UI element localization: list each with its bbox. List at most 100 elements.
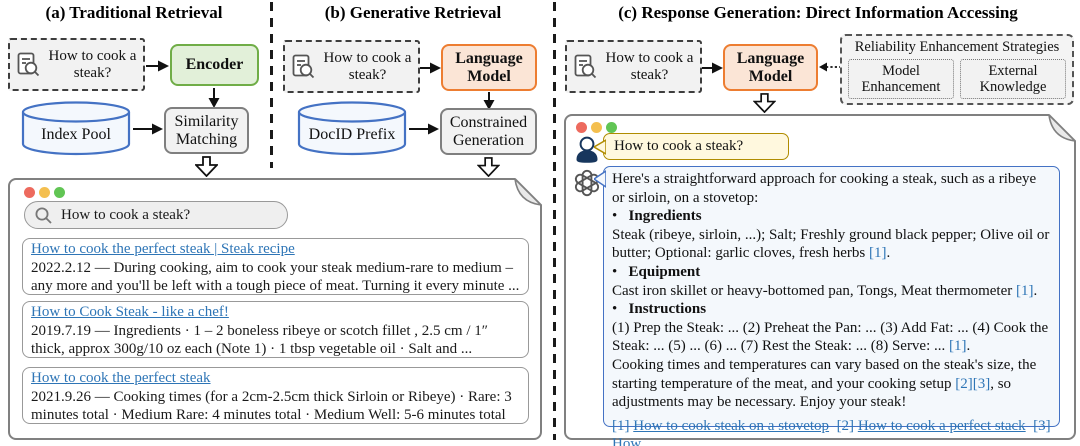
result-link[interactable]: How to Cook Steak - like a chef! <box>31 304 229 320</box>
citation-ref: [1] <box>1016 282 1034 299</box>
page-fold-icon <box>508 178 542 212</box>
assistant-line: (1) Prep the Steak: ... (2) Preheat the … <box>612 319 1051 356</box>
assistant-line: Cast iron skillet or heavy-bottomed pan,… <box>612 282 1051 301</box>
text-segment: Equipment <box>628 263 701 280</box>
similarity-matching-box: Similarity Matching <box>164 107 249 154</box>
text-segment: . <box>886 245 891 262</box>
result-link[interactable]: How to cook the perfect steak <box>31 370 211 386</box>
divider-a-b <box>270 2 273 168</box>
query-box-b: How to cook a steak? <box>283 40 420 93</box>
text-segment: Cast iron skillet or heavy-bottomed pan,… <box>612 282 1017 299</box>
constrained-generation-label: Constrained Generation <box>449 113 528 149</box>
language-model-box-b: Language Model <box>441 44 537 91</box>
minimize-button[interactable] <box>39 187 50 198</box>
index-pool-label: Index Pool <box>41 126 111 143</box>
assistant-message-bubble: Here's a straightforward approach for co… <box>594 166 1060 446</box>
result-link[interactable]: How to cook the perfect steak | Steak re… <box>31 241 295 257</box>
arrow-query-to-encoder <box>146 60 169 72</box>
query-box-c: How to cook a steak? <box>565 40 702 93</box>
language-model-box-c: Language Model <box>723 44 818 91</box>
bubble-tail <box>594 170 606 188</box>
close-button[interactable] <box>576 122 587 133</box>
citation-ref: [3] <box>1025 417 1055 434</box>
query-text: How to cook a steak? <box>605 49 694 83</box>
arrow-query-to-lm-c <box>702 62 723 74</box>
citation-link[interactable]: How ... <box>612 436 657 446</box>
page-fold-icon <box>1042 114 1076 148</box>
doc-search-icon <box>574 54 597 78</box>
user-message-bubble: How to cook a steak? <box>594 133 789 160</box>
arrow-query-to-lm-b <box>420 62 441 74</box>
divider-b-c <box>553 2 556 440</box>
reliability-strategies-box: Reliability Enhancement Strategies Model… <box>840 34 1074 105</box>
traffic-lights <box>24 187 65 198</box>
text-segment: • <box>612 263 629 280</box>
reliability-strategies-title: Reliability Enhancement Strategies <box>854 39 1060 55</box>
search-results-window: How to cook a steak? How to cook the per… <box>8 178 542 440</box>
cylinder-shape <box>297 101 407 156</box>
text-segment: Cooking times and temperatures can vary … <box>612 356 1040 392</box>
language-model-label: Language Model <box>736 49 805 85</box>
text-segment: • <box>612 208 629 225</box>
arrow-pool-to-similarity <box>133 123 163 135</box>
strategy-external-knowledge: External Knowledge <box>960 59 1066 99</box>
citation-link[interactable]: How to cook a perfect stack <box>857 417 1026 434</box>
chat-window: How to cook a steak? Here's a straightfo… <box>564 114 1076 446</box>
similarity-matching-label: Similarity Matching <box>174 112 239 148</box>
citation-ref: [2] <box>829 417 858 434</box>
user-message-text: How to cook a steak? <box>614 138 744 154</box>
assistant-line: • Ingredients <box>612 207 1051 226</box>
doc-search-icon <box>17 52 40 76</box>
result-card: How to Cook Steak - like a chef! 2019.7.… <box>22 301 529 358</box>
citation-ref: [2][3] <box>955 375 991 392</box>
assistant-line: • Instructions <box>612 300 1051 319</box>
text-segment: Instructions <box>628 301 707 318</box>
text-segment: • <box>612 301 629 318</box>
query-text: How to cook a steak? <box>323 49 412 83</box>
panel-b-title: (b) Generative Retrieval <box>324 3 502 22</box>
minimize-button[interactable] <box>591 122 602 133</box>
bubble-tail <box>594 139 606 155</box>
traffic-lights <box>576 122 617 133</box>
index-pool-cylinder: Index Pool <box>20 100 132 157</box>
search-input[interactable]: How to cook a steak? <box>24 201 288 229</box>
assistant-line: Cooking times and temperatures can vary … <box>612 356 1051 412</box>
assistant-line: • Equipment <box>612 263 1051 282</box>
hollow-arrow-a <box>195 156 218 177</box>
strategy-model-enhancement: Model Enhancement <box>848 59 954 99</box>
assistant-line: Steak (ribeye, sirloin, ...); Salt; Fres… <box>612 226 1051 263</box>
close-button[interactable] <box>24 187 35 198</box>
magnifier-icon <box>35 207 52 224</box>
result-card: How to cook the perfect steak 2021.9.26 … <box>22 367 529 424</box>
encoder-box: Encoder <box>170 44 259 86</box>
hollow-arrow-b <box>477 157 500 177</box>
cylinder-shape <box>21 101 131 156</box>
text-segment: , so adjustments may be necessary. Enjoy… <box>612 375 1015 411</box>
citation-ref: [1] <box>949 338 967 355</box>
docid-prefix-label: DocID Prefix <box>308 126 396 143</box>
text-segment: Here's a straightforward approach for co… <box>612 171 1040 206</box>
result-snippet: 2022.2.12 — During cooking, aim to cook … <box>31 260 520 294</box>
text-segment: Ingredients <box>628 208 702 225</box>
maximize-button[interactable] <box>54 187 65 198</box>
result-card: How to cook the perfect steak | Steak re… <box>22 238 529 295</box>
text-segment: (1) Prep the Steak: ... (2) Preheat the … <box>612 319 1052 355</box>
language-model-label: Language Model <box>455 49 523 85</box>
assistant-line: Here's a straightforward approach for co… <box>612 170 1051 207</box>
text-segment: Steak (ribeye, sirloin, ...); Salt; Fres… <box>612 226 1054 262</box>
citation-ref: [1] <box>612 417 634 434</box>
hollow-arrow-c <box>753 93 776 113</box>
query-text: How to cook a steak? <box>48 47 137 81</box>
result-snippet: 2019.7.19 — Ingredients · 1 – 2 boneless… <box>31 323 488 357</box>
constrained-generation-box: Constrained Generation <box>440 108 537 155</box>
result-snippet: 2021.9.26 — Cooking times (for a 2cm-2.5… <box>31 389 512 423</box>
doc-search-icon <box>292 54 315 78</box>
strategy-label: Model Enhancement <box>861 62 941 96</box>
citation-ref: [1] <box>869 245 887 262</box>
maximize-button[interactable] <box>606 122 617 133</box>
query-box-a: How to cook a steak? <box>8 38 145 91</box>
text-segment: . <box>1033 282 1038 299</box>
citation-link[interactable]: How to cook steak on a stovetop <box>633 417 830 434</box>
arrow-docid-to-constrained <box>409 123 439 135</box>
